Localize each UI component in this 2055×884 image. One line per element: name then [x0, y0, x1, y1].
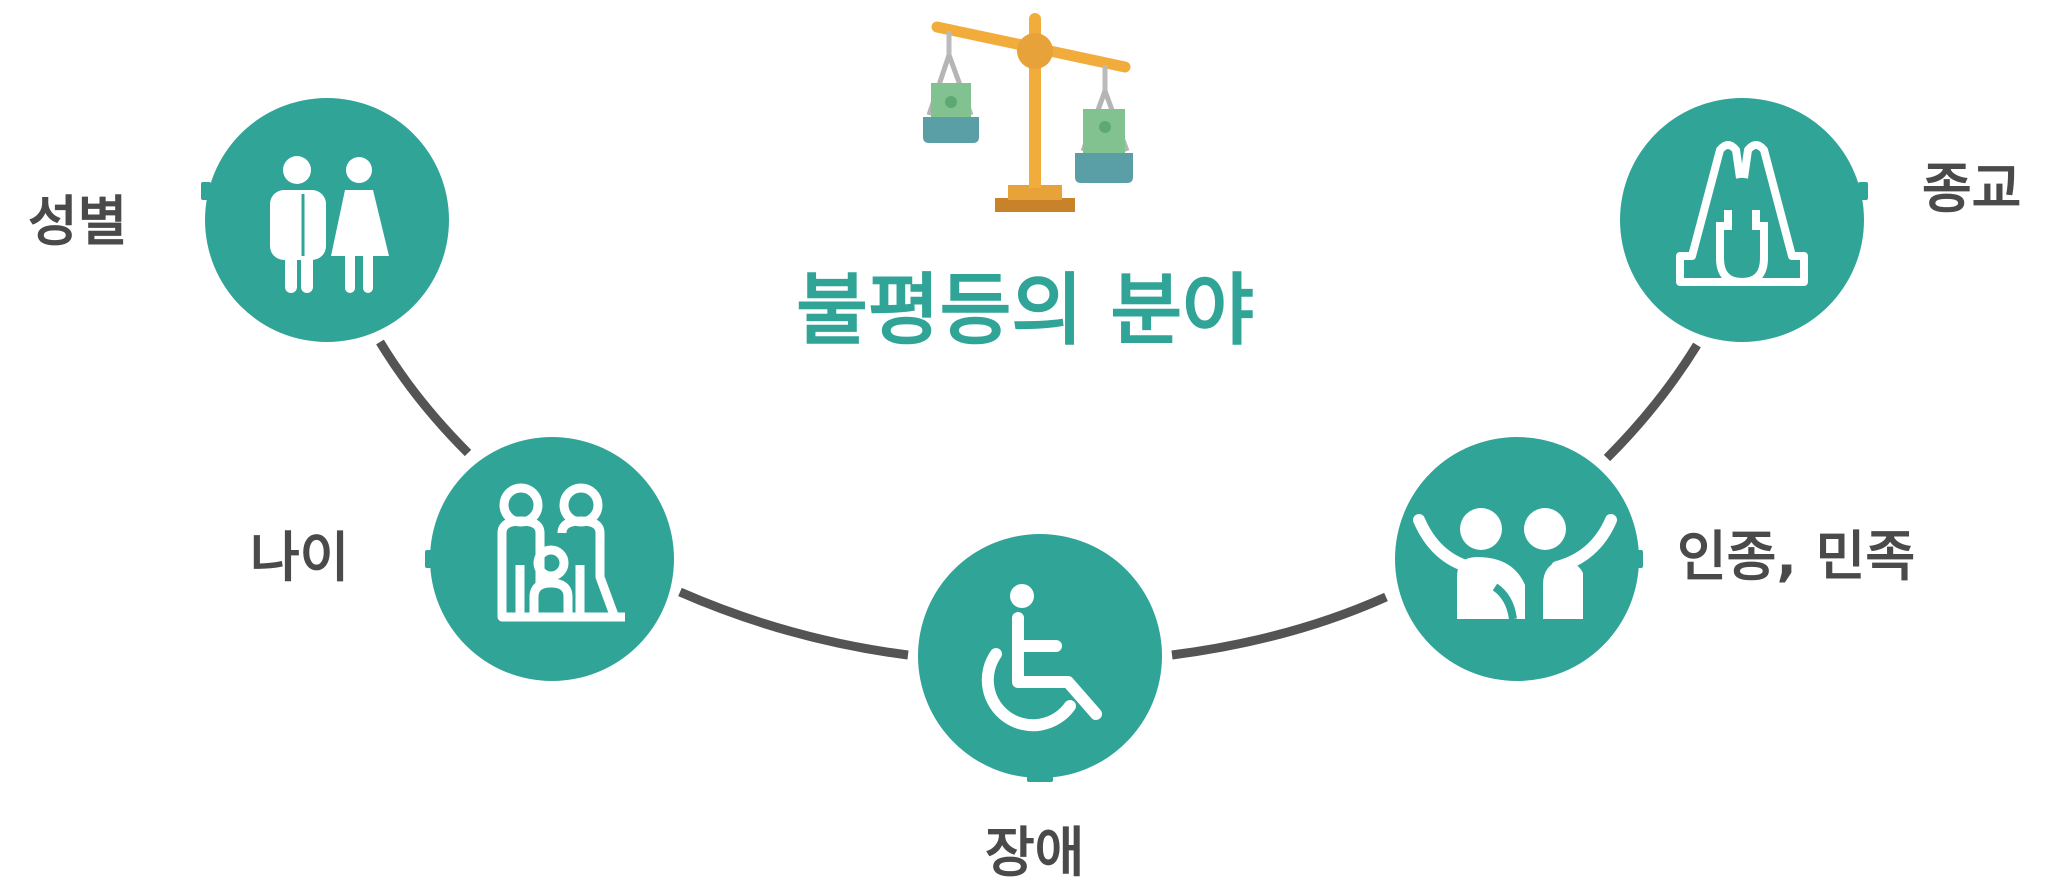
node-race-notch — [1633, 550, 1643, 568]
node-religion-notch — [1858, 182, 1868, 200]
connector-gender-age — [376, 339, 472, 457]
node-gender — [205, 98, 449, 342]
label-gender: 성별 — [28, 190, 128, 253]
wheelchair-icon — [981, 584, 1102, 732]
label-race: 인종, 민족 — [1677, 525, 1916, 588]
node-age-notch — [425, 550, 435, 568]
diagram-title: 불평등의 분야 — [796, 266, 1254, 356]
connector-race-religion — [1603, 342, 1701, 462]
family-icon — [497, 483, 625, 622]
two-people-icon — [1413, 508, 1617, 620]
node-race — [1395, 437, 1639, 681]
node-disability-notch — [1027, 772, 1053, 782]
node-disability — [918, 534, 1162, 778]
node-religion — [1620, 98, 1864, 342]
label-religion: 종교 — [1922, 157, 2022, 220]
balance-scale-icon — [923, 13, 1133, 212]
male-female-icon — [270, 156, 389, 293]
label-age: 나이 — [250, 526, 350, 589]
label-disability: 장애 — [985, 821, 1085, 884]
node-gender-notch — [201, 182, 211, 200]
connector-age-disability — [678, 587, 909, 660]
node-age — [430, 437, 674, 681]
praying-hands-icon — [1676, 141, 1808, 286]
connector-disability-race — [1171, 592, 1388, 660]
